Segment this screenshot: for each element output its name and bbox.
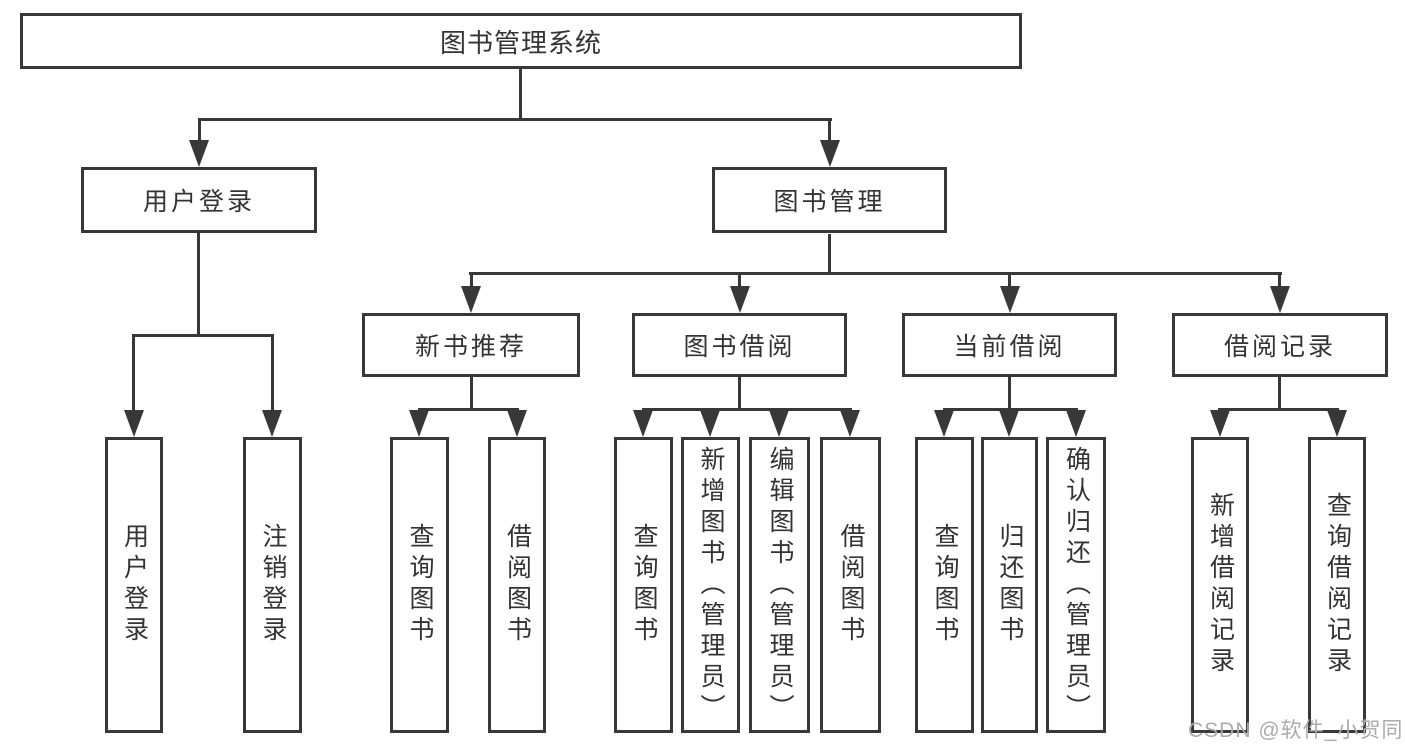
node-label: 查询借阅记录 <box>1323 492 1352 678</box>
connector-line <box>271 336 274 412</box>
leaf-user-login: 用户登录 <box>105 437 163 733</box>
connector-line <box>132 336 135 412</box>
leaf-logout-login: 注销登录 <box>243 437 302 733</box>
connector-line <box>470 274 473 288</box>
connector-line <box>1008 274 1011 288</box>
node-label: 借阅记录 <box>1223 333 1336 361</box>
leaf-borrow-books-recommend: 借阅图书 <box>488 437 546 733</box>
arrowhead-icon <box>840 410 860 437</box>
connector-line <box>469 272 1282 275</box>
leaf-query-books-borrowing: 查询图书 <box>614 437 673 733</box>
leaf-add-borrow-record: 新增借阅记录 <box>1191 437 1249 733</box>
leaf-add-books-admin: 新增图书（管理员） <box>681 437 740 733</box>
node-label: 新增图书（管理员） <box>697 445 725 725</box>
connector-line <box>470 377 473 410</box>
node-label: 图书借阅 <box>683 333 796 361</box>
connector-line <box>198 118 832 121</box>
connector-line <box>738 274 741 288</box>
connector-line <box>943 408 1078 411</box>
arrowhead-icon <box>409 410 429 437</box>
leaf-query-books-recommend: 查询图书 <box>390 437 449 733</box>
node-label: 用户登录 <box>120 523 149 647</box>
arrowhead-icon <box>700 410 720 437</box>
node-book-borrowing: 图书借阅 <box>632 313 847 377</box>
arrowhead-icon <box>1327 410 1347 437</box>
node-label: 查询图书 <box>931 523 959 647</box>
node-label: 用户登录 <box>142 188 255 216</box>
connector-line <box>1008 377 1011 410</box>
arrowhead-icon <box>189 140 209 167</box>
node-new-book-recommend: 新书推荐 <box>362 313 580 377</box>
arrowhead-icon <box>262 410 282 437</box>
arrowhead-icon <box>1270 286 1290 313</box>
node-label: 编辑图书（管理员） <box>766 445 794 725</box>
node-borrowing-records: 借阅记录 <box>1172 313 1388 377</box>
leaf-edit-books-admin: 编辑图书（管理员） <box>749 437 810 733</box>
node-current-borrowing: 当前借阅 <box>902 313 1117 377</box>
connector-line <box>198 120 201 143</box>
arrowhead-icon <box>124 410 144 437</box>
node-library-system: 图书管理系统 <box>20 13 1022 69</box>
node-user-login: 用户登录 <box>81 167 317 233</box>
arrowhead-icon <box>999 410 1019 437</box>
arrowhead-icon <box>633 410 653 437</box>
arrowhead-icon <box>1000 286 1020 313</box>
arrowhead-icon <box>730 286 750 313</box>
arrowhead-icon <box>461 286 481 313</box>
connector-line <box>418 408 519 411</box>
leaf-confirm-return-admin: 确认归还（管理员） <box>1046 437 1106 733</box>
node-label: 当前借阅 <box>953 333 1066 361</box>
arrowhead-icon <box>820 140 840 167</box>
connector-line <box>1218 408 1339 411</box>
connector-line <box>828 234 831 275</box>
leaf-borrow-books-borrowing: 借阅图书 <box>820 437 881 733</box>
node-label: 确认归还（管理员） <box>1062 445 1091 725</box>
connector-line <box>132 334 274 337</box>
leaf-query-borrow-record: 查询借阅记录 <box>1308 437 1366 733</box>
watermark: CSDN @软件_小贺同学 <box>1188 719 1404 742</box>
connector-line <box>519 69 522 120</box>
arrowhead-icon <box>1210 410 1230 437</box>
node-label: 归还图书 <box>996 523 1024 647</box>
node-label: 查询图书 <box>406 523 434 647</box>
arrowhead-icon <box>769 410 789 437</box>
node-label: 图书管理 <box>773 188 886 216</box>
arrowhead-icon <box>934 410 954 437</box>
connector-line <box>197 233 200 337</box>
arrowhead-icon <box>1066 410 1086 437</box>
node-label: 借阅图书 <box>503 523 532 647</box>
connector-line <box>738 377 741 410</box>
connector-line <box>1278 274 1281 288</box>
node-label: 新书推荐 <box>414 333 527 361</box>
arrowhead-icon <box>507 410 527 437</box>
leaf-return-books: 归还图书 <box>981 437 1038 733</box>
connector-line <box>642 408 852 411</box>
node-label: 图书管理系统 <box>439 27 602 58</box>
node-label: 新增借阅记录 <box>1206 492 1235 678</box>
node-label: 借阅图书 <box>837 523 865 647</box>
node-label: 查询图书 <box>630 523 658 647</box>
node-book-management: 图书管理 <box>712 167 947 233</box>
node-label: 注销登录 <box>259 523 287 647</box>
connector-line <box>828 120 831 143</box>
leaf-query-books-current: 查询图书 <box>915 437 974 733</box>
connector-line <box>1278 377 1281 410</box>
